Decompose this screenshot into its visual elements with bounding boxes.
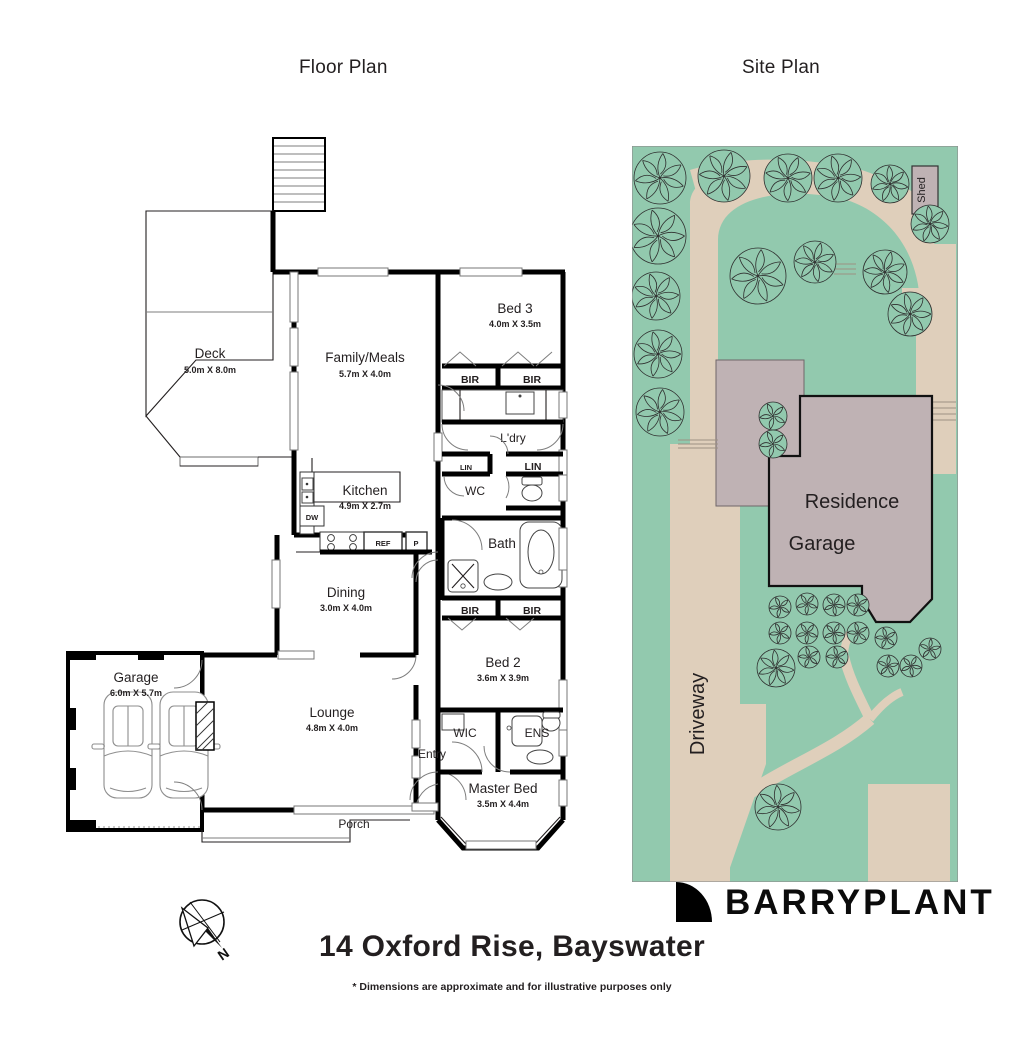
door-swing: [173, 659, 203, 811]
tree-canopy-detail: [824, 595, 845, 616]
tree-canopy-detail: [796, 624, 818, 644]
page-title: 14 Oxford Rise, Bayswater: [318, 930, 705, 963]
tree-canopy-detail: [798, 646, 819, 668]
fireplace-hatch: [195, 701, 215, 751]
tree-canopy-detail: [796, 595, 818, 615]
wic-ens-group: [409, 710, 568, 801]
site-label-shed: Shed: [916, 177, 928, 203]
floor-plan-heading: Floor Plan: [299, 57, 388, 78]
tree-canopy-detail: [824, 623, 845, 644]
tree-canopy-detail: [769, 623, 790, 644]
tree-canopy-detail: [637, 331, 682, 377]
fixture-label-p: P: [413, 539, 418, 548]
tree-canopy-detail: [901, 656, 922, 677]
tree-canopy-detail: [919, 638, 941, 659]
room-label-garage: Garage: [113, 670, 158, 685]
room-dim-kitchen: 4.9m X 2.7m: [339, 501, 391, 511]
barryplant-mark-icon: [676, 882, 712, 922]
kitchen-bench: DW REF P: [296, 458, 432, 555]
room-label-wic: WIC: [453, 726, 477, 740]
room-dim-master: 3.5m X 4.4m: [477, 799, 529, 809]
fixture-label-dw: DW: [306, 513, 319, 522]
disclaimer-text: * Dimensions are approximate and for ill…: [352, 981, 672, 993]
site-plan-drawing: Residence Garage Driveway Shed: [632, 146, 958, 882]
tree-canopy-detail: [699, 152, 748, 201]
car-icon: [91, 691, 221, 799]
room-dim-lounge: 4.8m X 4.0m: [306, 723, 358, 733]
room-dim-dining: 3.0m X 4.0m: [320, 603, 372, 613]
tree-canopy-detail: [875, 627, 896, 649]
tree-canopy-detail: [890, 293, 932, 335]
fixture-label-ref: REF: [376, 539, 391, 548]
laundry-fixtures: [441, 389, 568, 425]
site-label-residence: Residence: [805, 491, 900, 513]
toilet-icon: [505, 474, 568, 511]
room-label-deck: Deck: [195, 346, 226, 361]
room-label-bed2: Bed 2: [485, 655, 520, 670]
tree-canopy-detail: [816, 155, 862, 201]
tree-canopy-detail: [634, 273, 680, 319]
room-label-master: Master Bed: [468, 781, 537, 796]
tree-canopy-detail: [826, 646, 847, 668]
tree-canopy-detail: [633, 209, 685, 263]
pergola-hatch: [272, 137, 326, 212]
brand-wordmark: BARRYPLANT: [725, 882, 995, 922]
room-dim-garage: 6.0m X 5.7m: [110, 688, 162, 698]
fixture-label-bir-3: BIR: [461, 605, 480, 617]
room-label-ens: ENS: [525, 726, 550, 740]
floor-plan-drawing: Deck 5.0m X 8.0m: [66, 137, 568, 851]
brand-logo: BARRYPLANT: [676, 880, 992, 924]
tree-canopy-detail: [863, 251, 905, 293]
tree-canopy-detail: [872, 165, 909, 202]
tree-canopy-detail: [794, 242, 834, 282]
tree-canopy-detail: [756, 784, 800, 828]
room-dim-deck: 5.0m X 8.0m: [184, 365, 236, 375]
tree-canopy-detail: [637, 389, 682, 434]
fixture-label-bir-1: BIR: [461, 374, 480, 386]
linen-group: LIN LIN: [442, 435, 563, 497]
tree-canopy-detail: [635, 153, 684, 202]
site-label-garage: Garage: [789, 533, 856, 555]
tree-canopy-detail: [769, 597, 790, 618]
tree-canopy-detail: [877, 655, 899, 676]
fixture-label-lin-1: LIN: [460, 463, 472, 472]
bir-group-top: BIR BIR: [442, 351, 563, 391]
tree-canopy-detail: [759, 431, 785, 458]
room-dim-family: 5.7m X 4.0m: [339, 369, 391, 379]
room-label-family: Family/Meals: [325, 350, 405, 365]
room-dim-bed2: 3.6m X 3.9m: [477, 673, 529, 683]
room-label-wc: WC: [465, 484, 485, 498]
tree-canopy-detail: [731, 249, 784, 302]
tree-canopy-detail: [758, 649, 795, 686]
deck-outline: [145, 210, 294, 467]
room-label-bed3: Bed 3: [497, 301, 532, 316]
tree-canopy-detail: [847, 622, 868, 644]
tree-icon: [632, 149, 950, 831]
bath-room: [415, 515, 568, 600]
room-label-lounge: Lounge: [309, 705, 354, 720]
tree-canopy-detail: [765, 157, 811, 202]
room-label-bath: Bath: [488, 536, 516, 551]
fixture-label-bir-4: BIR: [523, 605, 542, 617]
room-label-porch: Porch: [338, 817, 369, 831]
site-plan-heading: Site Plan: [742, 57, 820, 78]
fixture-label-bir-2: BIR: [523, 374, 542, 386]
bir-group-bottom: BIR BIR: [442, 595, 563, 631]
tree-canopy-detail: [912, 205, 949, 242]
tree-canopy-detail: [759, 403, 785, 430]
site-label-driveway: Driveway: [687, 673, 709, 755]
room-label-dining: Dining: [327, 585, 365, 600]
sliding-door: [289, 271, 299, 451]
room-label-ldry: L'dry: [500, 431, 526, 445]
compass-rose: N: [179, 899, 232, 963]
room-label-entry: Entry: [418, 747, 446, 761]
tree-canopy-detail: [847, 594, 868, 616]
door-swing: [437, 384, 564, 451]
fixture-label-lin-2: LIN: [525, 461, 542, 473]
master-bed-outline: [436, 816, 565, 851]
room-label-kitchen: Kitchen: [342, 483, 387, 498]
garage-piers: [68, 653, 200, 829]
room-dim-bed3: 4.0m X 3.5m: [489, 319, 541, 329]
